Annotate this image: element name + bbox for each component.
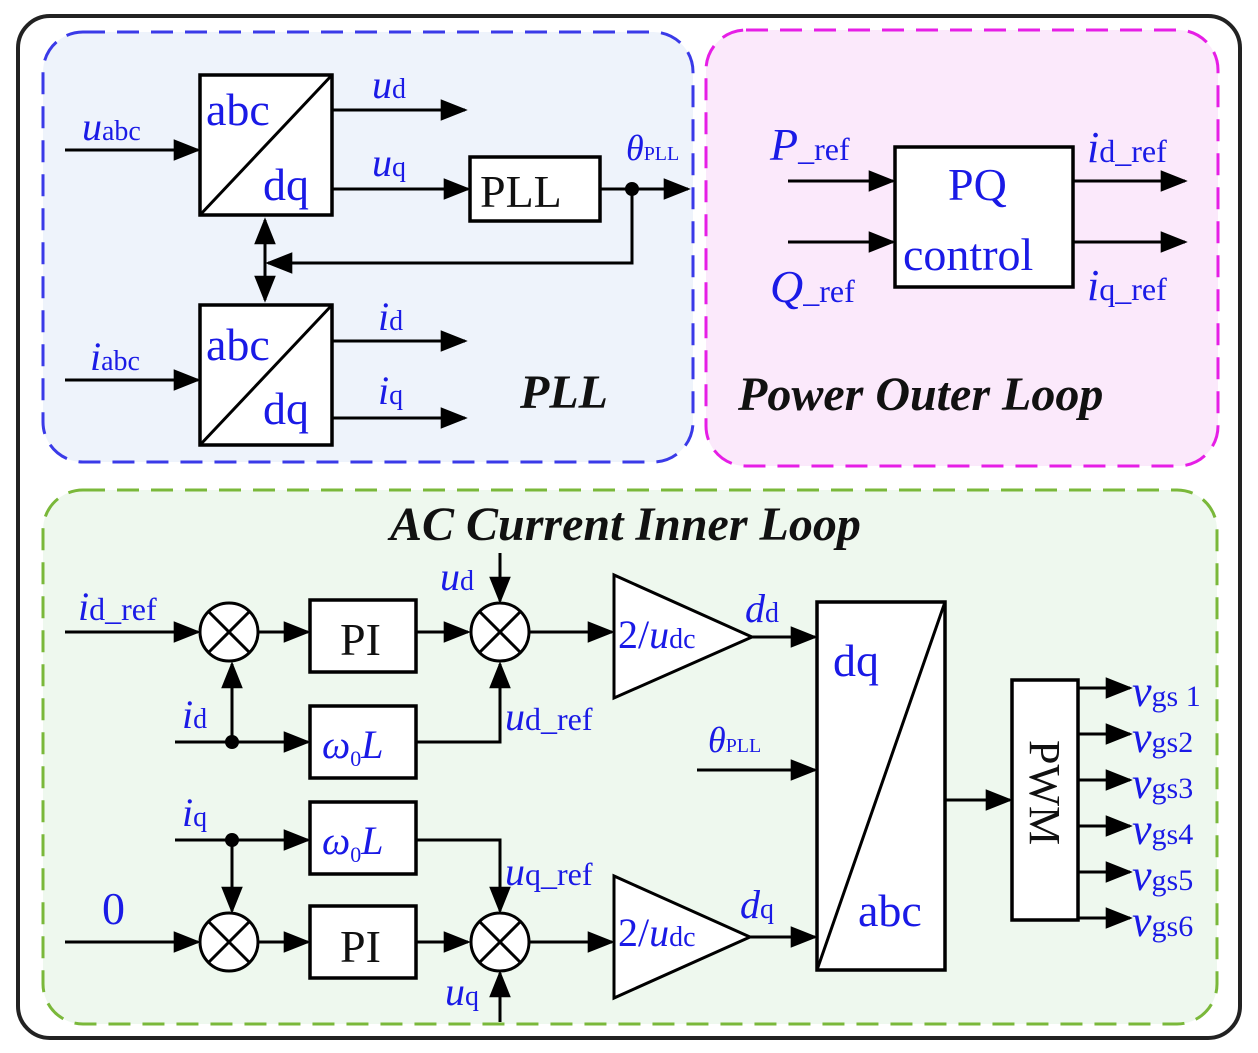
vgs5-label: vgs5: [1132, 851, 1193, 900]
gain-block-q: 2/udc: [612, 873, 754, 1001]
p-ref-label: P_ref: [769, 119, 850, 170]
theta-inner-label: θPLL: [708, 720, 761, 760]
abc-dq-transform-current: abc dq: [198, 303, 334, 447]
dq-label: dq: [740, 882, 774, 927]
ud-ref-label: ud_ref: [505, 694, 593, 739]
ud-feedforward-label: ud: [440, 554, 474, 599]
iq-feedback-label: iq: [182, 790, 207, 835]
uq-output-label: uq: [372, 140, 406, 185]
dq-abc-transform: dq abc: [815, 600, 947, 972]
pi-q-label: PI: [340, 921, 381, 972]
u-abc-label: uabc: [82, 104, 141, 149]
pi-d-label: PI: [340, 614, 381, 665]
block1-bot-label: dq: [263, 159, 309, 210]
wl2-label: ω0L: [322, 818, 384, 867]
control-label: control: [903, 229, 1033, 280]
summing-junction-d1: [198, 601, 260, 663]
uq-feedforward-label: uq: [445, 969, 479, 1014]
vgs4-label: vgs4: [1132, 805, 1193, 854]
id-feedback-label: id: [182, 692, 207, 737]
theta-feedback-line: [265, 189, 634, 274]
zero-input-label: 0: [102, 883, 125, 934]
gain-q-label: 2/udc: [618, 910, 696, 955]
pi-controller-d: PI: [308, 598, 418, 674]
pll-block: PLL: [468, 155, 602, 223]
vgs1-label: vgs 1: [1132, 667, 1201, 716]
block2-top-label: abc: [206, 319, 270, 370]
id-ref-output-label: id_ref: [1087, 123, 1167, 172]
summing-junction-q2: [469, 911, 531, 973]
id-ref-input-label: id_ref: [78, 584, 157, 629]
uq-ref-label: uq_ref: [505, 849, 593, 894]
iq-output-label: iq: [378, 368, 403, 413]
abc-dq-transform-voltage: abc dq: [198, 73, 334, 217]
conv-top-label: dq: [833, 635, 879, 686]
conv-bot-label: abc: [858, 885, 922, 936]
wl-d-to-sum-arrow: [416, 661, 511, 744]
dd-label: dd: [745, 586, 779, 631]
pq-label: PQ: [948, 159, 1007, 210]
theta-pll-label: θPLL: [626, 128, 679, 168]
iq-ref-output-label: iq_ref: [1087, 261, 1167, 310]
block1-top-label: abc: [206, 84, 270, 135]
wl1-label: ω0L: [322, 722, 384, 771]
block2-bot-label: dq: [263, 383, 309, 434]
vgs2-label: vgs2: [1132, 713, 1193, 762]
summing-junction-q1: [198, 911, 260, 973]
gain-d-label: 2/udc: [618, 612, 696, 657]
q-ref-label: Q_ref: [770, 261, 855, 312]
pwm-block: PWM: [1010, 678, 1080, 922]
vgs6-label: vgs6: [1132, 897, 1193, 946]
inner-panel-title: AC Current Inner Loop: [387, 498, 861, 551]
pwm-label: PWM: [1020, 740, 1069, 845]
decoupling-block-d: ω0L: [308, 704, 418, 780]
pll-block-label: PLL: [480, 166, 562, 217]
pq-control-block: PQ control: [893, 145, 1075, 289]
id-output-label: id: [378, 294, 403, 339]
power-panel-title: Power Outer Loop: [737, 368, 1103, 421]
wl-q-to-sum-arrow: [416, 838, 511, 914]
decoupling-block-q: ω0L: [308, 800, 418, 876]
gain-block-d: 2/udc: [612, 572, 756, 701]
summing-junction-d2: [469, 601, 531, 663]
vgs3-label: vgs3: [1132, 759, 1193, 808]
ud-output-label: ud: [372, 62, 406, 107]
pi-controller-q: PI: [308, 904, 418, 980]
i-abc-label: iabc: [90, 334, 140, 379]
pll-panel-title: PLL: [519, 366, 608, 419]
